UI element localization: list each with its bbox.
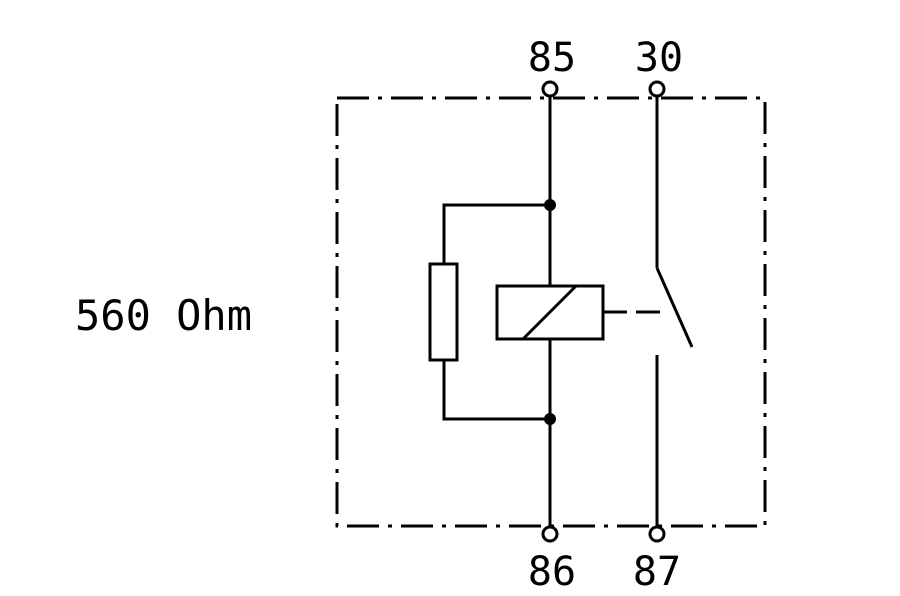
wire-resistor-top <box>442 203 550 264</box>
terminal-86 <box>541 525 559 543</box>
pin-label-85: 85 <box>528 35 576 81</box>
resistor-value-label: 560 Ohm <box>75 291 252 340</box>
resistor <box>428 262 459 362</box>
junction-dot-top <box>544 199 556 211</box>
pin-label-87: 87 <box>633 549 681 595</box>
pin-label-30: 30 <box>635 35 683 81</box>
pin-label-86: 86 <box>528 549 576 595</box>
terminal-85 <box>541 80 559 98</box>
terminal-87 <box>648 525 666 543</box>
switch-contact-arm <box>655 267 694 348</box>
terminal-30 <box>648 80 666 98</box>
junction-dot-bottom <box>544 413 556 425</box>
wire-resistor-bottom <box>442 360 550 421</box>
relay-coil-diagonal <box>521 284 578 341</box>
